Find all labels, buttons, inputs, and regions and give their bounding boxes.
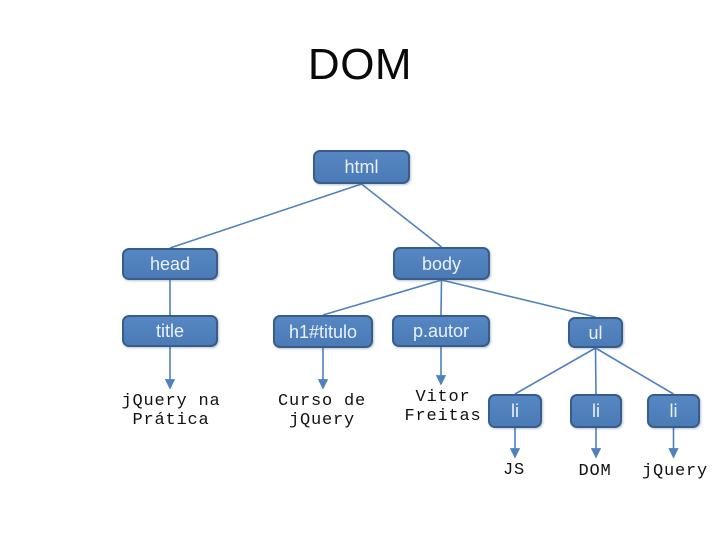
text-li-1-content: JS [503,461,525,480]
node-ul-label: ul [588,322,603,343]
text-line: JS [502,461,526,480]
text-line: Freitas [404,407,482,426]
text-line: DOM [578,462,612,481]
text-line: Prática [132,411,210,430]
node-li-1: li [488,394,542,428]
node-li-3-label: li [669,401,678,421]
node-head: head [122,248,218,280]
node-h1-titulo-label: h1#titulo [288,321,358,342]
slide-title: DOM [307,40,413,89]
node-head-label: head [149,254,191,274]
node-body: body [393,247,490,280]
text-line: Vitor [415,388,471,407]
text-li-3-content: jQuery [642,462,708,481]
node-title-label: title [155,321,184,341]
node-li-1-label: li [511,401,519,421]
text-line: jQuery [288,411,356,430]
text-line: jQuery [641,462,709,481]
node-html: html [313,150,410,184]
text-p-content: Vitor Freitas [404,388,481,426]
node-ul: ul [568,317,623,348]
node-li-2: li [570,394,622,428]
node-html-label: html [344,157,379,177]
node-p-autor: p.autor [392,315,490,347]
text-li-2-content: DOM [578,462,611,481]
node-h1-titulo: h1#titulo [273,315,373,348]
text-title-content: jQuery na Prática [121,392,220,430]
node-li-3: li [647,394,700,428]
node-p-autor-label: p.autor [412,321,470,341]
node-title: title [122,315,218,347]
node-body-label: body [421,253,462,274]
text-line: Curso de [277,392,367,411]
text-h1-content: Curso de jQuery [278,392,366,430]
text-line: jQuery na [121,392,221,411]
node-li-2-label: li [592,401,600,421]
